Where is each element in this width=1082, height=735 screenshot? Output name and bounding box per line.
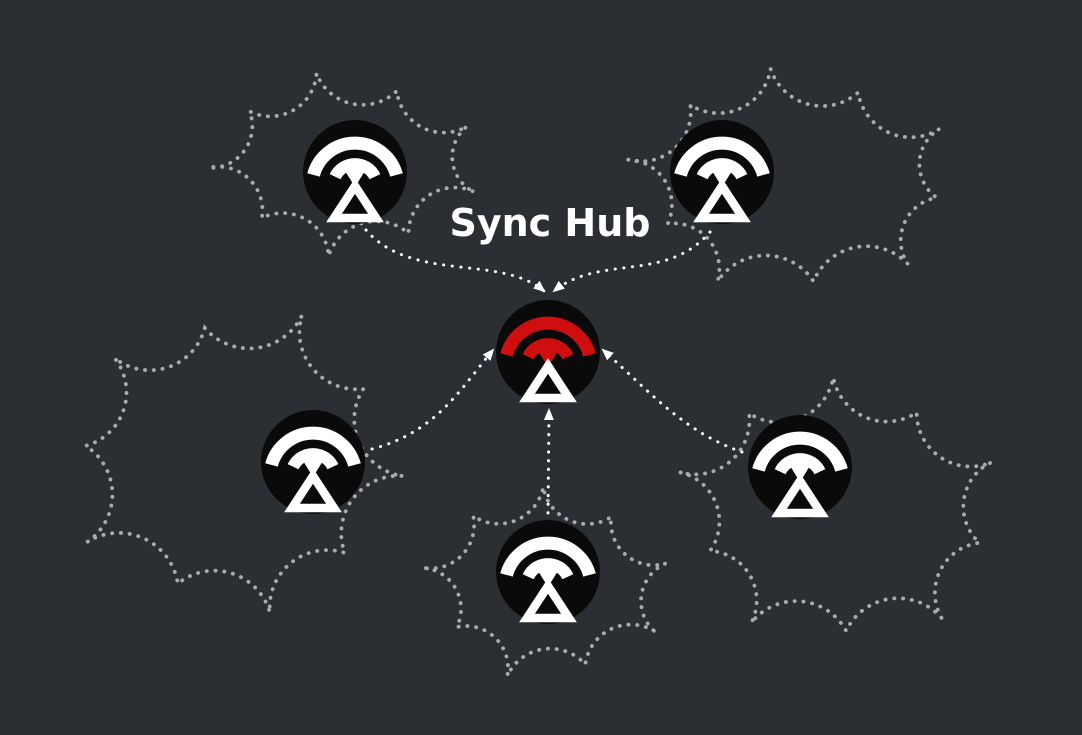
device-node-device-right bbox=[748, 415, 852, 519]
clouds-layer bbox=[80, 68, 993, 677]
sync-edge-device-right bbox=[601, 348, 744, 454]
device-node-device-top-left bbox=[303, 120, 407, 224]
sync-edge-device-left bbox=[370, 348, 495, 451]
network-cloud-outline bbox=[627, 68, 942, 286]
sync-hub-node bbox=[496, 300, 600, 404]
sync-edge-device-top-right bbox=[552, 230, 712, 293]
device-node-device-top-right bbox=[670, 120, 774, 224]
network-cloud-outline bbox=[679, 377, 993, 635]
network-cloud-outline bbox=[421, 486, 667, 677]
edges-layer bbox=[364, 228, 744, 515]
sync-edge-device-bottom bbox=[543, 408, 554, 515]
nodes-layer bbox=[261, 120, 852, 624]
device-node-device-left bbox=[261, 410, 365, 514]
network-cloud-outline bbox=[208, 72, 474, 257]
diagram-title: Sync Hub bbox=[449, 201, 650, 245]
device-node-device-bottom bbox=[496, 520, 600, 624]
network-cloud-outline bbox=[80, 314, 402, 613]
